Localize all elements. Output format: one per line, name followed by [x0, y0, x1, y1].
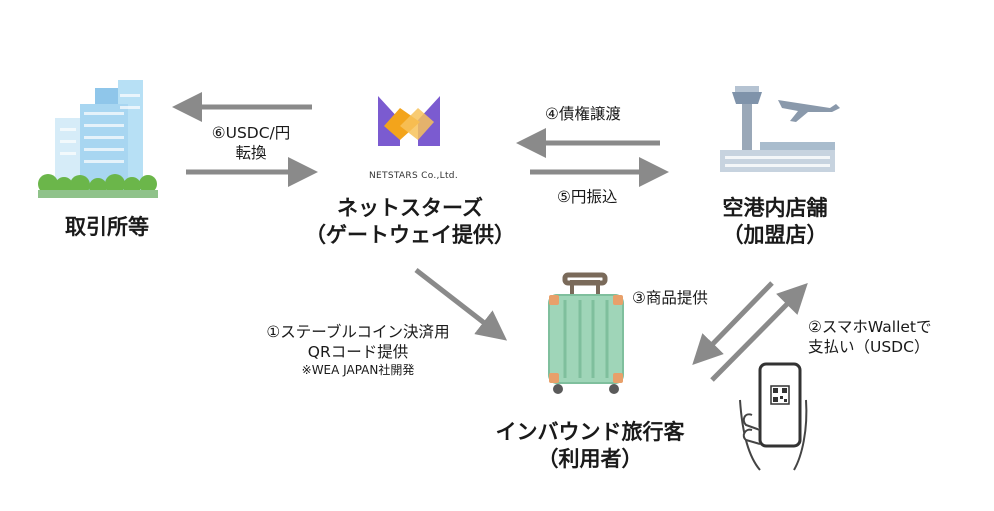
step3-label: ③商品提供	[632, 289, 708, 307]
step2-line2: 支払い（USDC）	[808, 338, 930, 356]
airport-label: 空港内店舗 （加盟店）	[695, 195, 855, 249]
netstars-label-line2: （ゲートウェイ提供）	[305, 223, 515, 247]
traveler-label: インバウンド旅行客 （利用者）	[470, 419, 710, 473]
arrow-step3	[692, 281, 774, 366]
step1-line1: ①ステーブルコイン決済用	[266, 323, 450, 341]
step2-label: ②スマホWalletで 支払い（USDC）	[808, 317, 932, 357]
airport-label-line2: （加盟店）	[722, 223, 828, 247]
office-building-icon	[38, 80, 158, 198]
step5-label: ⑤円振込	[557, 188, 618, 206]
step6-label: ⑥USDC/円 転換	[198, 123, 304, 163]
exchange-label: 取引所等	[65, 215, 149, 239]
step1-line2: QRコード提供	[307, 343, 409, 361]
step6-line1: ⑥USDC/円	[211, 124, 291, 142]
netstars-logo-icon	[378, 96, 440, 146]
netstars-label-line1: ネットスターズ	[337, 196, 483, 220]
step4-label: ④債権譲渡	[545, 105, 621, 123]
suitcase-icon	[548, 272, 624, 394]
airport-icon	[720, 86, 840, 172]
traveler-label-line1: インバウンド旅行客	[495, 420, 685, 444]
airport-label-line1: 空港内店舗	[722, 196, 828, 220]
netstars-logo-text: NETSTARS Co.,Ltd.	[369, 171, 458, 181]
step1-note: ※WEA JAPAN社開発	[301, 363, 415, 377]
netstars-label: ネットスターズ （ゲートウェイ提供）	[305, 195, 515, 249]
step2-line1: ②スマホWalletで	[808, 318, 932, 336]
step1-label: ①ステーブルコイン決済用 QRコード提供 ※WEA JAPAN社開発	[248, 322, 468, 378]
arrow-step2	[710, 283, 808, 382]
step6-line2: 転換	[235, 144, 267, 162]
traveler-label-line2: （利用者）	[537, 447, 643, 471]
smartphone-hand-icon	[739, 362, 808, 471]
arrow-step1	[414, 268, 508, 341]
